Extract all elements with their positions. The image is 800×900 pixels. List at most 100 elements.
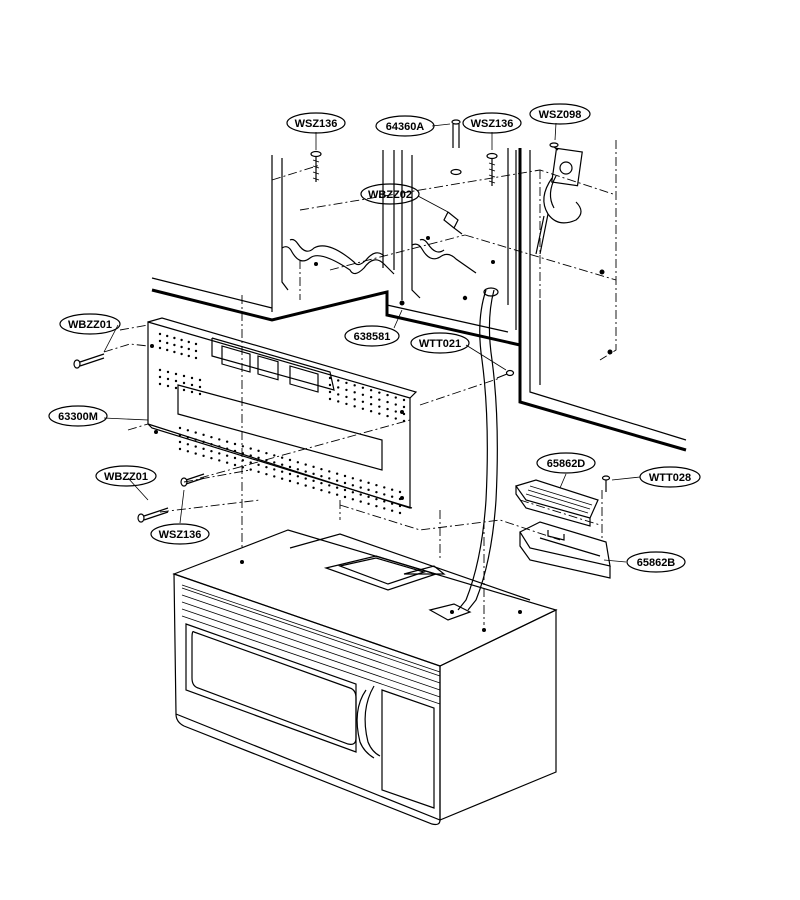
vent-dot — [343, 488, 347, 492]
vent-dot — [173, 343, 176, 347]
callout-wsz136-bottom[interactable]: WSZ136 — [150, 523, 210, 545]
vent-dot — [390, 509, 394, 512]
vent-dot — [158, 368, 162, 372]
vent-dot — [320, 481, 323, 485]
vent-dot — [178, 440, 182, 444]
callout-638581[interactable]: 638581 — [344, 325, 400, 347]
vent-dot — [378, 412, 381, 415]
vent-dot — [198, 385, 202, 389]
vent-dot — [280, 463, 284, 466]
vent-dot — [218, 452, 221, 455]
vent-dot — [233, 463, 237, 467]
vent-dot — [304, 463, 307, 466]
vent-dot — [369, 396, 373, 399]
callout-wtt028[interactable]: WTT028 — [639, 466, 701, 488]
callout-65862b[interactable]: 65862B — [626, 551, 686, 573]
vent-dot — [280, 470, 284, 473]
callout-64360a[interactable]: 64360A — [375, 115, 435, 137]
vent-dot — [394, 410, 397, 413]
vent-dot — [265, 472, 268, 476]
vent-dot — [158, 332, 162, 336]
vent-dot — [265, 465, 268, 469]
vent-dot — [383, 507, 386, 510]
screw-wsz136-bottom — [180, 473, 205, 487]
vent-dot — [337, 386, 340, 389]
vent-dot — [361, 393, 365, 396]
vent-dot — [304, 477, 307, 480]
vent-dot — [337, 393, 340, 396]
vent-dot — [194, 438, 197, 441]
vent-dot — [210, 456, 213, 460]
vent-dot — [194, 452, 197, 455]
vent-dot — [345, 388, 348, 392]
power-cord — [457, 287, 499, 611]
vent-dot — [166, 370, 170, 374]
vent-dot — [304, 484, 307, 487]
vent-dot — [394, 396, 397, 399]
callout-text: WSZ136 — [471, 118, 514, 130]
callout-text: WSZ136 — [159, 529, 202, 541]
vent-dot — [328, 390, 332, 394]
vent-dot — [312, 472, 315, 476]
callout-63300m[interactable]: 63300M — [48, 405, 108, 427]
vent-dot — [180, 338, 183, 342]
vent-dot — [174, 379, 178, 383]
vent-dot — [328, 376, 332, 380]
vent-dot — [265, 451, 268, 455]
vent-dot — [225, 440, 229, 443]
vent-dot — [359, 486, 362, 489]
vent-dot — [182, 374, 186, 378]
vent-dot — [320, 467, 323, 471]
vent-dot — [225, 447, 229, 450]
vent-dot — [398, 490, 402, 494]
vent-dot — [394, 417, 397, 420]
vent-dot — [249, 468, 252, 471]
vent-dot — [390, 488, 394, 491]
callout-wbzz01-top[interactable]: WBZZ01 — [59, 313, 121, 335]
vent-dot — [225, 461, 229, 464]
vent-dot — [288, 458, 292, 462]
vent-dot — [257, 449, 260, 453]
callout-text: WTT028 — [649, 472, 691, 484]
callout-wtt021[interactable]: WTT021 — [410, 332, 470, 354]
vent-dot — [369, 403, 373, 406]
vent-dot — [280, 456, 284, 459]
vent-dot — [402, 398, 406, 402]
callout-wbzz02[interactable]: WBZZ02 — [360, 183, 420, 205]
callout-wsz136-top[interactable]: WSZ136 — [286, 112, 346, 134]
vent-dot — [194, 356, 198, 360]
callout-wbzz01-bottom[interactable]: WBZZ01 — [95, 465, 157, 487]
vent-dot — [218, 438, 221, 441]
vent-dot — [210, 435, 213, 439]
callout-wsz098[interactable]: WSZ098 — [529, 103, 591, 125]
vent-dot — [173, 350, 176, 354]
vent-dot — [359, 479, 362, 482]
vent-dot — [312, 479, 315, 483]
vent-dot — [328, 397, 332, 401]
vent-dot — [335, 472, 339, 475]
vent-dot — [249, 447, 252, 450]
vent-dot — [343, 481, 347, 485]
callout-text: WSZ098 — [539, 109, 582, 121]
vent-dot — [390, 502, 394, 505]
vent-dot — [257, 456, 260, 460]
callout-text: WTT021 — [419, 338, 461, 350]
vent-dot — [158, 346, 162, 350]
vent-dot — [178, 433, 182, 437]
vent-dot — [194, 445, 197, 448]
vent-dot — [320, 474, 323, 478]
callout-65862d[interactable]: 65862D — [536, 452, 596, 474]
vent-dot — [182, 381, 186, 385]
vent-dot — [361, 400, 365, 403]
vent-dot — [335, 493, 339, 496]
vent-dot — [280, 477, 284, 480]
callout-wsz136-mid[interactable]: WSZ136 — [462, 112, 522, 134]
vent-dot — [202, 447, 205, 451]
vent-dot — [198, 378, 202, 382]
vent-dot — [335, 479, 339, 482]
fasteners — [73, 119, 611, 523]
vent-dot — [375, 483, 378, 487]
vent-dot — [345, 381, 348, 385]
vent-dot — [186, 429, 190, 432]
vent-dot — [249, 454, 252, 457]
